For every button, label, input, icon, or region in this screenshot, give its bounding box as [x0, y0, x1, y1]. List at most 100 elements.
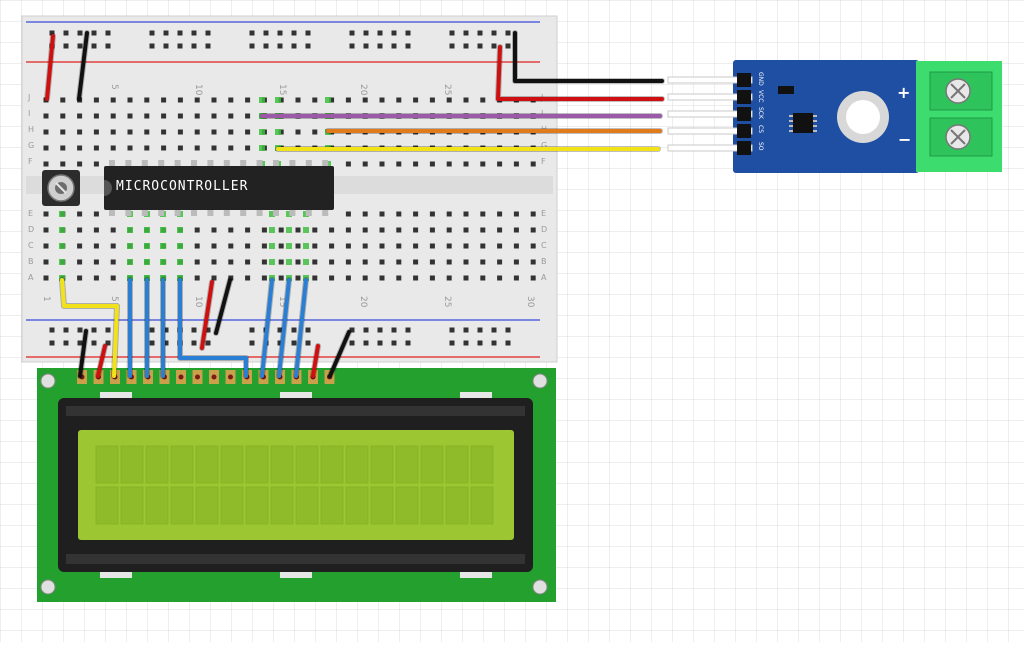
rail-hole [49, 30, 55, 36]
breadboard-hole [245, 227, 251, 233]
breadboard-hole [110, 129, 116, 135]
breadboard-hole [345, 259, 351, 265]
rail-hole [49, 327, 55, 333]
breadboard-hole [77, 227, 83, 233]
top-column-numbers: 5 10 15 20 25 [109, 84, 452, 96]
breadboard-hole [161, 113, 167, 119]
chip-pin [273, 209, 279, 216]
ic-leg [789, 120, 793, 122]
connected-hole [144, 259, 150, 265]
breadboard-hole [77, 113, 83, 119]
chip-pin [223, 209, 230, 216]
rail-hole [491, 340, 497, 346]
breadboard-hole [211, 259, 217, 265]
breadboard-hole [93, 129, 99, 135]
rail-hole [105, 340, 111, 346]
rail-hole [163, 43, 169, 49]
rail-hole [77, 340, 83, 346]
breadboard-hole [379, 275, 385, 281]
connected-hole [127, 227, 133, 233]
chip-pin [191, 209, 197, 216]
row-letter-g: G [28, 141, 34, 150]
rail-hole [505, 43, 511, 49]
breadboard-hole [211, 227, 217, 233]
breadboard-hole [312, 259, 318, 265]
col-number-15-bottom: 15 [277, 296, 287, 307]
rail-hole [91, 327, 97, 333]
col-number-15: 15 [277, 84, 287, 95]
connected-hole [269, 227, 275, 233]
breadboard-hole [396, 275, 402, 281]
row-letter-d: D [28, 225, 34, 234]
ic-leg [813, 125, 817, 127]
breadboard-hole [161, 129, 167, 135]
row-letter-a: A [28, 273, 34, 282]
connected-hole [275, 129, 281, 135]
breadboard-hole [497, 259, 503, 265]
breadboard-hole [161, 97, 167, 103]
breadboard-hole [211, 113, 217, 119]
rail-hole [249, 340, 255, 346]
breadboard-hole [463, 275, 469, 281]
breadboard-hole [194, 275, 200, 281]
chip-pin [158, 209, 165, 216]
rail-hole [249, 43, 255, 49]
connected-hole [127, 259, 133, 265]
rail-hole [105, 327, 111, 333]
chip-pin [305, 160, 312, 167]
connected-hole [144, 227, 150, 233]
breadboard-hole [60, 97, 66, 103]
breadboard-hole [43, 211, 49, 217]
breadboard-hole [60, 113, 66, 119]
connected-hole [303, 227, 309, 233]
lcd-character-cell [245, 486, 269, 525]
breadboard: 5 10 15 20 25 J I H G F J I H G F E D C … [21, 15, 558, 363]
breadboard-hole [362, 211, 368, 217]
col-number-10: 10 [193, 84, 203, 96]
breadboard-hole [93, 275, 99, 281]
sensor-ic-legs [789, 115, 817, 132]
rail-hole [405, 30, 411, 36]
rail-hole [477, 327, 483, 333]
breadboard-hole [77, 129, 83, 135]
chip-pin [322, 209, 329, 216]
rail-hole [463, 43, 469, 49]
breadboard-hole [413, 161, 419, 167]
rail-hole [463, 340, 469, 346]
ic-leg [813, 115, 817, 117]
breadboard-hole [77, 243, 83, 249]
breadboard-hole [43, 259, 49, 265]
row-letter-d-right: D [541, 225, 547, 234]
rail-hole [505, 30, 511, 36]
connected-hole [275, 97, 281, 103]
connected-hole [286, 211, 292, 217]
breadboard-hole [245, 259, 251, 265]
breadboard-hole [463, 243, 469, 249]
breadboard-hole [497, 161, 503, 167]
rail-hole [449, 30, 455, 36]
breadboard-hole [463, 259, 469, 265]
breadboard-hole [194, 259, 200, 265]
rail-hole [291, 327, 297, 333]
rail-hole [449, 327, 455, 333]
breadboard-hole [77, 259, 83, 265]
breadboard-hole [429, 211, 435, 217]
breadboard-hole [93, 113, 99, 119]
chip-pin [289, 209, 296, 216]
breadboard-hole [429, 275, 435, 281]
rail-hole [163, 340, 169, 346]
breadboard-hole [295, 129, 301, 135]
breadboard-hole [429, 161, 435, 167]
sensor-pins [667, 73, 753, 155]
wires [44, 30, 665, 379]
rail-hole [391, 340, 397, 346]
breadboard-hole [177, 145, 183, 151]
wire-red-vcc [496, 45, 664, 101]
rail-hole [449, 43, 455, 49]
connected-hole [269, 275, 275, 281]
rail-hole [377, 340, 383, 346]
chip-pin [141, 160, 148, 167]
rail-hole [363, 43, 369, 49]
breadboard-hole [93, 259, 99, 265]
breadboard-hole [530, 227, 536, 233]
